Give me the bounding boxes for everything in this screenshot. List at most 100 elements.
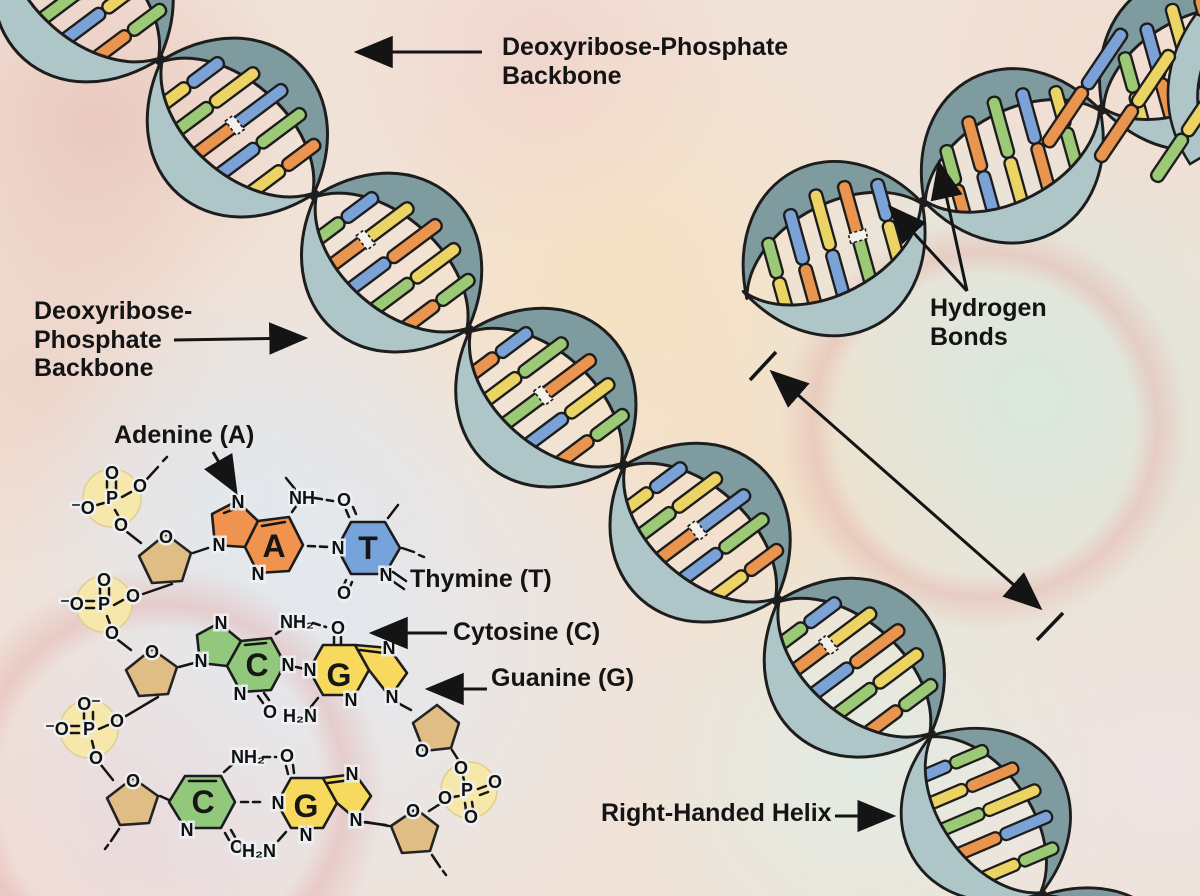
label-line: Hydrogen [930,294,1047,322]
right-handed-helix-label: Right-Handed Helix [601,799,832,827]
oxygen-atom: O [415,741,429,761]
guanine-symbol: G [294,788,319,824]
backbone-ribbon-front [919,104,1105,245]
base-pair-rung [180,82,289,168]
phosphate-circle [75,575,133,633]
label-line: Phosphate [34,325,162,354]
thymine-structure: N N O O T [329,488,426,606]
nitrogen-atom: N [346,764,359,784]
hydrogen-bond-gap [355,228,377,252]
nitrogen-atom: N [386,687,399,707]
loose-rung [1041,27,1129,149]
thymine-leader-line [391,570,408,583]
loose-rung [1149,99,1200,184]
annotation-arrows [173,35,1065,833]
nitrogen-atom: N [181,820,194,840]
bond-lines [341,503,426,591]
deoxyribose-sugar: O [411,703,461,764]
guanine-pentagon [321,772,373,821]
adenine-symbol: A [262,528,285,564]
oxygen-atom: O [105,623,119,643]
nitrogen-atom: N [195,651,208,671]
oxygen-atom: ⁻O [71,498,95,518]
backbone-ribbon-back [310,171,484,335]
amine-group: NH [289,488,315,508]
oxygen-atom: O [89,748,103,768]
phosphate-circle [59,699,119,759]
label-line: Bonds [930,322,1008,351]
nitrogen-atom: N [232,492,245,512]
label-line: Backbone [502,61,622,90]
backbone-ribbon-front [145,55,319,219]
hydrogen-bonds-label: Hydrogen Bonds [930,294,1047,351]
cytosine-hexagon [225,636,287,694]
guanine-structure: N N N N O H₂N G [240,744,388,864]
oxygen-atom: O [406,801,420,821]
backbone-ribbon-back [1098,0,1200,115]
hydrogen-bond [313,496,335,503]
hydrogen-bond-gap [847,228,869,245]
oxygen-atom: O [337,583,351,603]
backbone-ribbon-front [300,190,473,354]
adenine-arrow [204,451,238,495]
base-pair-rung [245,137,322,199]
nitrogen-atom: N [380,565,393,585]
oxygen-atom: O [114,515,128,535]
amine-group: H₂N [283,706,317,726]
bond-lines [103,794,171,851]
bond-lines [243,626,286,705]
oxygen-atom: O [97,570,111,590]
oxygen-atom: O [280,746,294,766]
oxygen-atom: ⁻O [60,594,84,614]
backbone-ribbon-back [1,0,175,65]
bond-lines [124,661,196,718]
oxygen-atom: O [263,702,277,722]
sugar-ring [137,532,193,585]
phosphate-group: P O ⁻O O O [58,568,143,652]
loose-rung [1093,48,1177,164]
bond-lines [222,476,299,528]
bond-lines [276,763,388,843]
hydrogen-bond [306,544,331,549]
adenine-label: Adenine (A) [114,421,255,449]
frayed-strand-ends [1041,12,1200,184]
oxygen-atom: O [145,642,159,662]
phosphate-group: P O O O O [427,756,505,830]
hydrogen-bond [311,621,328,629]
oxygen-atom: O [110,711,124,731]
bond-lines [69,710,115,782]
nitrogen-atom: N [304,660,317,680]
sugar-ring [105,776,160,827]
thymine-hexagon [335,520,402,576]
phosphorus-atom: P [83,719,95,739]
backbone-ribbon-back [464,306,638,470]
nitrogen-atom: N [300,825,313,845]
phosphate-group: P O⁻ ⁻O O O [43,692,127,782]
bond-lines [427,774,490,813]
sugar-ring [124,647,179,698]
backbone-ribbon-back [156,36,329,200]
bond-lines [308,635,413,712]
adenine-structure: N N N NH A [210,476,335,587]
nitrogen-atom: N [252,564,265,584]
thymine-label: Thymine (T) [410,565,552,593]
backbone-ribbon-front [899,731,1047,896]
backbone-label-top: Deoxyribose-Phosphate Backbone [502,33,788,90]
nitrogen-atom: N [272,793,285,813]
oxygen-atom: O [488,772,502,792]
hydrogen-bonds-arrow [930,159,969,292]
phosphate-circle [82,468,142,528]
hydrogen-bonds-arrow [887,204,969,293]
bond-lines [141,546,210,596]
nitrogen-atom: N [282,655,295,675]
backbone-label-left: Deoxyribose- Phosphate Backbone [34,297,192,383]
guanine-label: Guanine (G) [491,664,635,692]
label-line: Backbone [34,354,154,382]
oxygen-atom: O [159,527,173,547]
deoxyribose-sugar: O [364,799,448,877]
bond-lines [450,748,461,763]
cytosine-structure: N N N N NH₂ O C [192,610,328,725]
amine-group: NH₂ [231,747,265,767]
cytosine-hexagon [167,774,237,830]
